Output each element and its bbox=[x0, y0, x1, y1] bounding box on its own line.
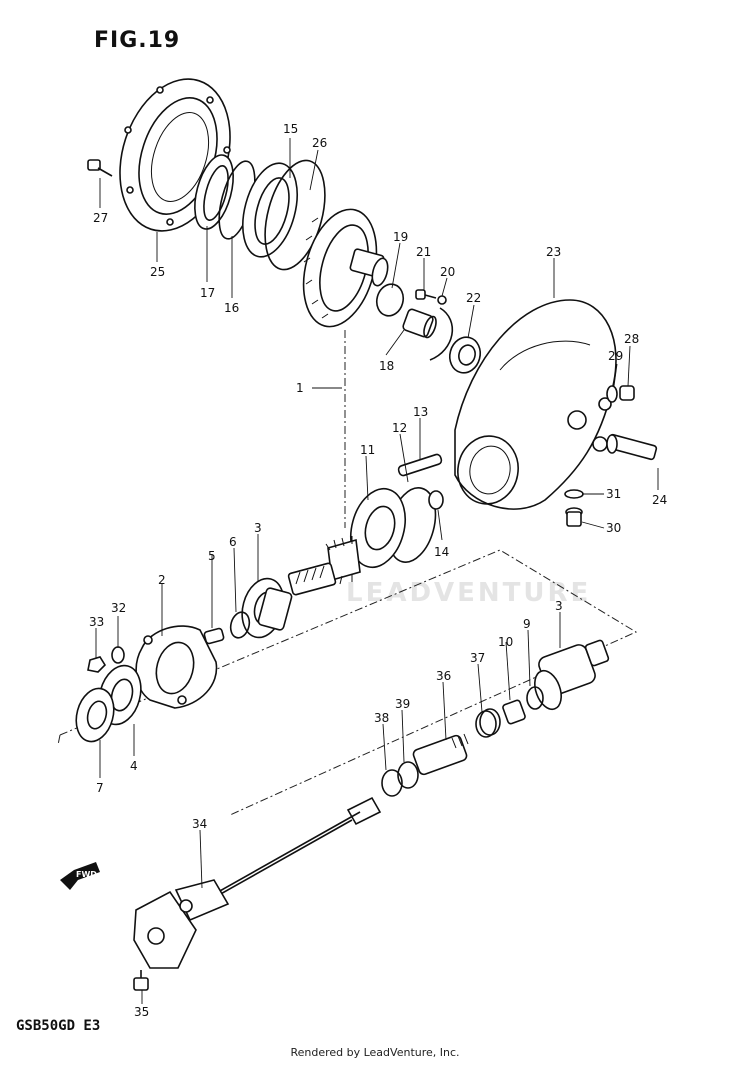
callout-30: 30 bbox=[606, 521, 621, 535]
callout-27: 27 bbox=[93, 211, 108, 225]
ring-gear-1 bbox=[302, 208, 389, 328]
seal-plate-25 bbox=[119, 78, 231, 232]
clip-20 bbox=[429, 295, 454, 361]
nut-10 bbox=[502, 699, 526, 725]
oil-seal-7 bbox=[75, 687, 115, 743]
callout-26: 26 bbox=[312, 136, 327, 150]
callout-38: 38 bbox=[374, 711, 389, 725]
callout-39: 39 bbox=[395, 697, 410, 711]
callout-28: 28 bbox=[624, 332, 639, 346]
callout-4: 4 bbox=[130, 759, 138, 773]
leader-lines bbox=[95, 138, 659, 1004]
callout-18: 18 bbox=[379, 359, 394, 373]
pin-13 bbox=[397, 453, 443, 477]
cap-31 bbox=[564, 489, 584, 499]
callout-36: 36 bbox=[436, 669, 451, 683]
callout-11: 11 bbox=[360, 443, 375, 457]
fwd-label: FWD bbox=[76, 870, 97, 879]
propeller-shaft-34 bbox=[133, 796, 382, 969]
callout-10: 10 bbox=[498, 635, 513, 649]
drive-pinion bbox=[287, 536, 361, 596]
washer-32 bbox=[111, 646, 125, 664]
callout-34: 34 bbox=[192, 817, 207, 831]
oil-seal-22 bbox=[448, 336, 482, 374]
callout-23: 23 bbox=[546, 245, 561, 259]
callout-13: 13 bbox=[413, 405, 428, 419]
pin-5 bbox=[203, 627, 225, 645]
plug-30 bbox=[565, 507, 583, 527]
shim-19 bbox=[375, 283, 405, 317]
callout-21: 21 bbox=[416, 245, 431, 259]
callout-29: 29 bbox=[608, 349, 623, 363]
watermark: LEADVENTURE bbox=[346, 578, 592, 608]
spacer-14 bbox=[428, 490, 444, 510]
callout-5: 5 bbox=[208, 549, 216, 563]
spring-37 bbox=[475, 708, 501, 738]
housing-2 bbox=[135, 625, 218, 709]
callout-22: 22 bbox=[466, 291, 481, 305]
callout-3-upper: 3 bbox=[254, 521, 262, 535]
final-drive-case-23 bbox=[454, 299, 617, 510]
callout-16: 16 bbox=[224, 301, 239, 315]
bolt-27 bbox=[87, 159, 113, 177]
bearing-3-upper bbox=[241, 577, 293, 639]
callout-labels: 1 2 3 3 4 5 6 7 9 10 11 12 13 14 15 16 1… bbox=[89, 122, 667, 1019]
washer-9 bbox=[526, 686, 544, 710]
callout-1: 1 bbox=[296, 381, 304, 395]
bearing-15 bbox=[242, 162, 298, 258]
callout-3-lower: 3 bbox=[555, 599, 563, 613]
o-ring-26 bbox=[264, 159, 326, 271]
bearing-17 bbox=[194, 154, 234, 230]
flange-11 bbox=[350, 487, 406, 569]
callout-24: 24 bbox=[652, 493, 667, 507]
callout-33: 33 bbox=[89, 615, 104, 629]
callout-14: 14 bbox=[434, 545, 449, 559]
callout-31: 31 bbox=[606, 487, 621, 501]
washer-6 bbox=[229, 611, 251, 639]
circlip-39 bbox=[397, 761, 419, 789]
callout-35: 35 bbox=[134, 1005, 149, 1019]
callout-2: 2 bbox=[158, 573, 166, 587]
model-code: GSB50GD E3 bbox=[16, 1018, 101, 1034]
fwd-arrow-icon: FWD bbox=[60, 862, 100, 890]
bolt-24 bbox=[606, 433, 658, 461]
bolt-35 bbox=[133, 970, 149, 991]
callout-15: 15 bbox=[283, 122, 298, 136]
callout-12: 12 bbox=[392, 421, 407, 435]
ring-38 bbox=[381, 769, 403, 797]
callout-17: 17 bbox=[200, 286, 215, 300]
washer-29 bbox=[606, 385, 618, 403]
figure-title: FIG.19 bbox=[94, 28, 181, 53]
callout-37: 37 bbox=[470, 651, 485, 665]
coupling-36 bbox=[412, 733, 469, 776]
callout-19: 19 bbox=[393, 230, 408, 244]
callout-9: 9 bbox=[523, 617, 531, 631]
callout-7: 7 bbox=[96, 781, 104, 795]
nut-33 bbox=[87, 656, 107, 673]
callout-6: 6 bbox=[229, 535, 237, 549]
callout-32: 32 bbox=[111, 601, 126, 615]
bearing-3-lower bbox=[534, 639, 610, 711]
footer-credit: Rendered by LeadVenture, Inc. bbox=[290, 1046, 460, 1059]
assembly-outline-dashed bbox=[57, 330, 638, 816]
bearing-18 bbox=[402, 308, 437, 339]
bolt-21 bbox=[415, 289, 437, 300]
callout-25: 25 bbox=[150, 265, 165, 279]
bolt-28 bbox=[619, 385, 635, 401]
callout-20: 20 bbox=[440, 265, 455, 279]
